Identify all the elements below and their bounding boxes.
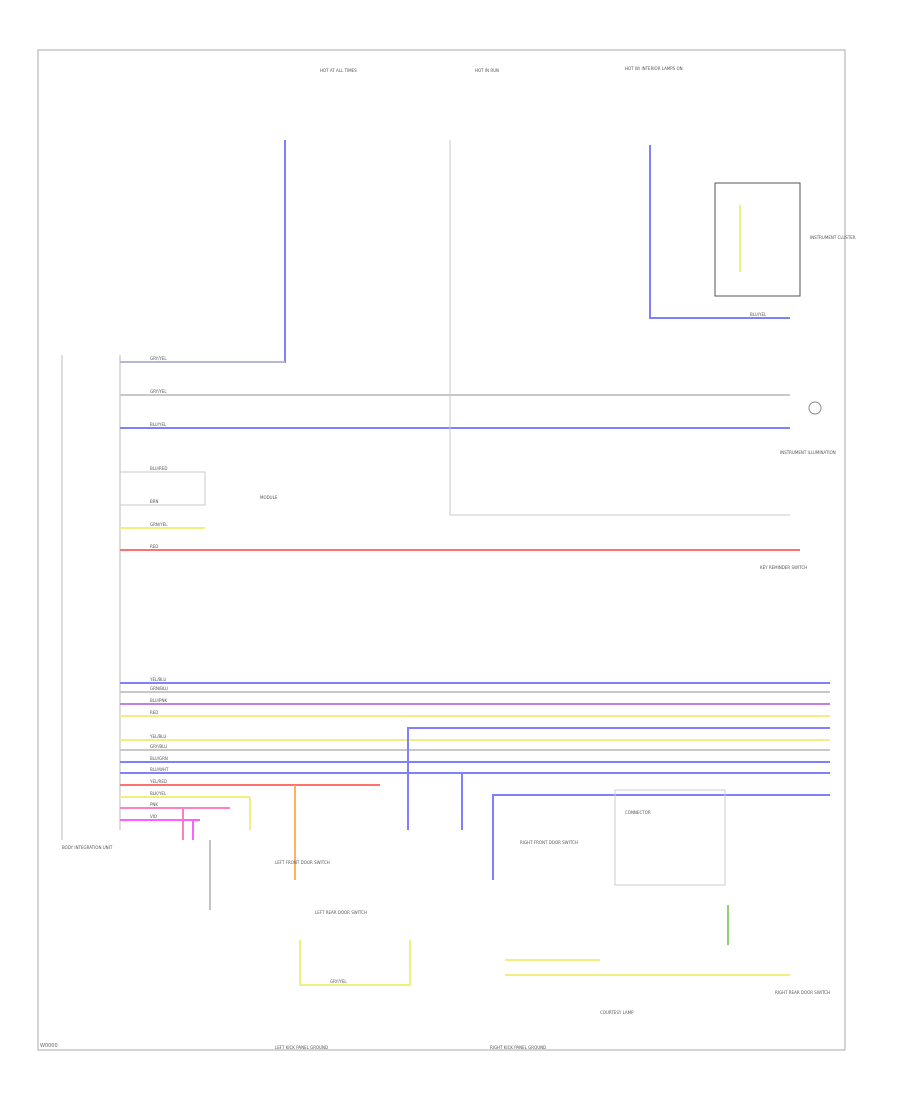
cluster-box	[714, 182, 801, 297]
diagram-code: W0000	[40, 1043, 58, 1049]
label-door-switch-rf: RIGHT FRONT DOOR SWITCH	[520, 840, 578, 845]
wire-label: BLU/PNK	[150, 698, 168, 703]
label-door-switch-rr: RIGHT REAR DOOR SWITCH	[775, 990, 830, 995]
label-courtesy-lamp: COURTESY LAMP	[600, 1010, 634, 1015]
wire-label: BLU/YEL	[750, 312, 767, 317]
label-module-ref: MODULE	[260, 495, 278, 500]
wire	[299, 940, 411, 986]
label-body-module: BODY INTEGRATION UNIT	[62, 845, 113, 850]
wire-label: BRN	[150, 499, 159, 504]
label-illumination: INSTRUMENT ILLUMINATION	[780, 450, 836, 455]
label-ground-left: LEFT KICK PANEL GROUND	[275, 1045, 329, 1050]
wire-label: BLU/YEL	[150, 422, 167, 427]
wire-label: VIO	[150, 814, 158, 819]
wire-label: BLK/YEL	[150, 791, 167, 796]
wire	[120, 471, 206, 506]
label-fuse-top-right: HOT W/ INTERIOR LAMPS ON	[625, 66, 683, 71]
wire-label: GRY/YEL	[150, 356, 167, 361]
label-door-switch-lr: LEFT REAR DOOR SWITCH	[315, 910, 367, 915]
wire-label: GRY/BLU	[150, 744, 168, 749]
wire-label: PNK	[150, 802, 159, 807]
wire	[120, 140, 286, 363]
label-ground-right: RIGHT KICK PANEL GROUND	[490, 1045, 547, 1050]
wire-label: BLU/GRN	[150, 756, 168, 761]
wire-label: BLU/RED	[150, 466, 168, 471]
lamp-icon	[808, 401, 822, 415]
wire	[492, 794, 830, 880]
wire	[649, 145, 790, 319]
label-key-reminder: KEY REMINDER SWITCH	[760, 565, 808, 570]
wire-label: GRY/YEL	[330, 979, 347, 984]
wire-label: BLU/WHT	[150, 767, 169, 772]
wire	[449, 140, 790, 516]
wire-label: RED	[150, 544, 159, 549]
wire-label: RED	[150, 710, 159, 715]
wire-label: YEL/BLU	[150, 677, 167, 682]
wire	[407, 727, 830, 830]
wire-label: YEL/BLU	[150, 734, 167, 739]
label-door-switch-lf: LEFT FRONT DOOR SWITCH	[275, 860, 330, 865]
label-fuse-top-left: HOT AT ALL TIMES	[320, 68, 357, 73]
label-cluster: INSTRUMENT CLUSTER	[810, 235, 856, 240]
label-connector: CONNECTOR	[625, 810, 651, 815]
wire-label: YEL/RED	[150, 779, 167, 784]
diagram-frame	[37, 49, 846, 1051]
wire-label: GRN/BLU	[150, 686, 168, 691]
wire-label: GRN/YEL	[150, 522, 168, 527]
connector-box	[614, 789, 726, 886]
label-fuse-top-mid: HOT IN RUN	[475, 68, 500, 73]
wire-label: GRY/YEL	[150, 389, 167, 394]
